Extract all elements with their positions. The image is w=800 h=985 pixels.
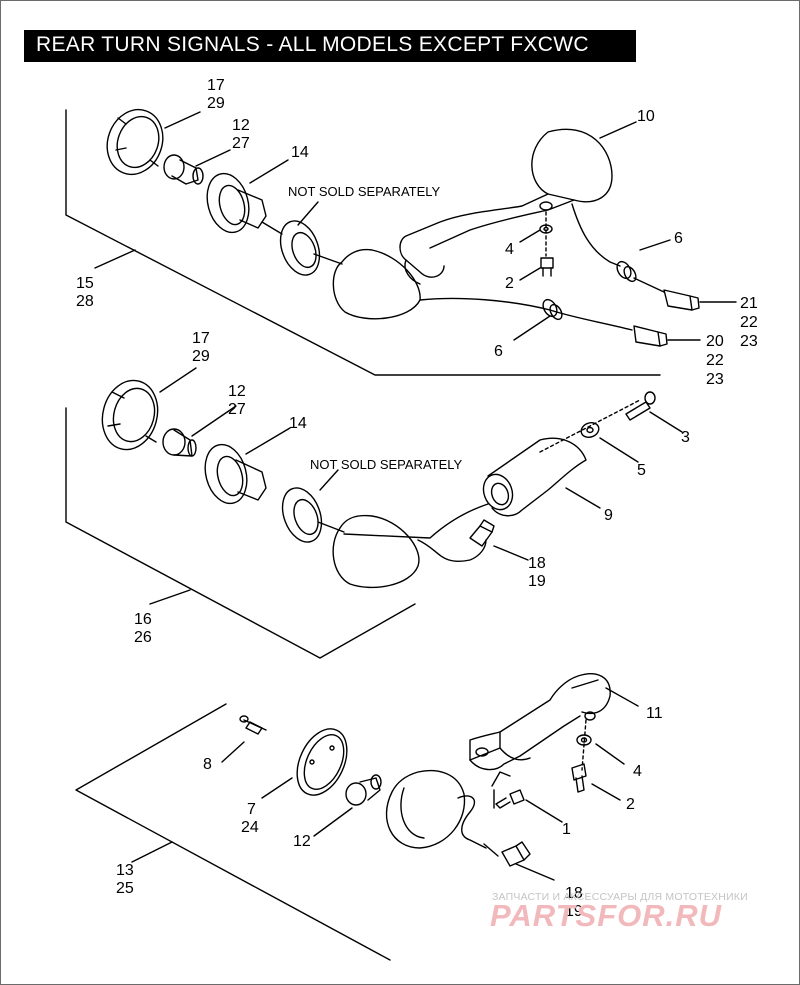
callout-1-c: 1 [562,821,571,838]
mount-c [469,673,611,809]
callout-4-c: 4 [633,763,642,780]
watermark-subtitle: ЗАПЧАСТИ И АКСЕССУАРЫ ДЛЯ МОТОТЕХНИКИ [492,891,748,903]
bulb-b [162,428,197,457]
screw-c8 [239,715,267,735]
screw-a [540,257,554,277]
note-not-sold-separately-b: NOT SOLD SEPARATELY [310,457,463,472]
assembly-a [65,108,737,376]
title-bar: REAR TURN SIGNALS - ALL MODELS EXCEPT FX… [24,30,636,62]
connector-b [469,519,495,547]
mount-arm-a [399,128,613,285]
socket-a [206,172,283,235]
wire-b [417,539,487,562]
callout-14-a: 14 [291,144,309,161]
wire-a1 [571,203,621,267]
grommet-a [279,220,343,276]
callout-14-b: 14 [289,415,307,432]
connector-a2 [633,325,668,347]
bulb-a [163,154,204,185]
lens-c [296,728,348,796]
assembly-b [65,367,683,659]
group-bracket-b [65,407,416,659]
callout-6-bottom-a: 6 [494,343,503,360]
callout-4-a: 4 [505,241,514,258]
bulb-c [345,774,382,806]
lens-b [101,379,159,451]
wire-a2 [419,297,633,331]
page-title: REAR TURN SIGNALS - ALL MODELS EXCEPT FX… [36,33,589,56]
housing-c [385,769,466,849]
socket-b [204,443,267,505]
assembly-c [75,673,639,961]
group-bracket-c [75,703,391,961]
callout-5-b: 5 [637,462,646,479]
grommet-b [281,487,345,543]
washer-b [580,422,600,438]
housing-a [332,248,421,320]
connector-a1 [663,289,700,311]
callout-3-b: 3 [681,429,690,446]
wire-grommet-a1 [616,260,665,293]
screw-b [625,391,656,421]
callout-labels: NOT SOLD SEPARATELY NOT SOLD SEPARATELY … [76,77,758,920]
wire-grommet-a2 [542,298,563,321]
note-not-sold-separately-a: NOT SOLD SEPARATELY [288,184,441,199]
callout-9-b: 9 [604,507,613,524]
lens-a [106,108,164,176]
screw-c1 [495,789,525,809]
wire-c [457,795,487,849]
watermark-logo: PARTSFOR.RU [490,898,723,933]
callout-2-c: 2 [626,796,635,813]
callout-10-a: 10 [637,108,655,125]
callout-11-c: 11 [646,705,663,722]
screw-c2 [571,763,587,793]
connector-c [501,841,531,867]
mount-b [482,437,587,517]
callout-6-top-a: 6 [674,230,683,247]
callout-8-c: 8 [203,756,212,773]
housing-b [332,514,420,589]
callout-12-c: 12 [293,833,311,850]
callout-2-a: 2 [505,275,514,292]
group-bracket-a [65,109,661,376]
